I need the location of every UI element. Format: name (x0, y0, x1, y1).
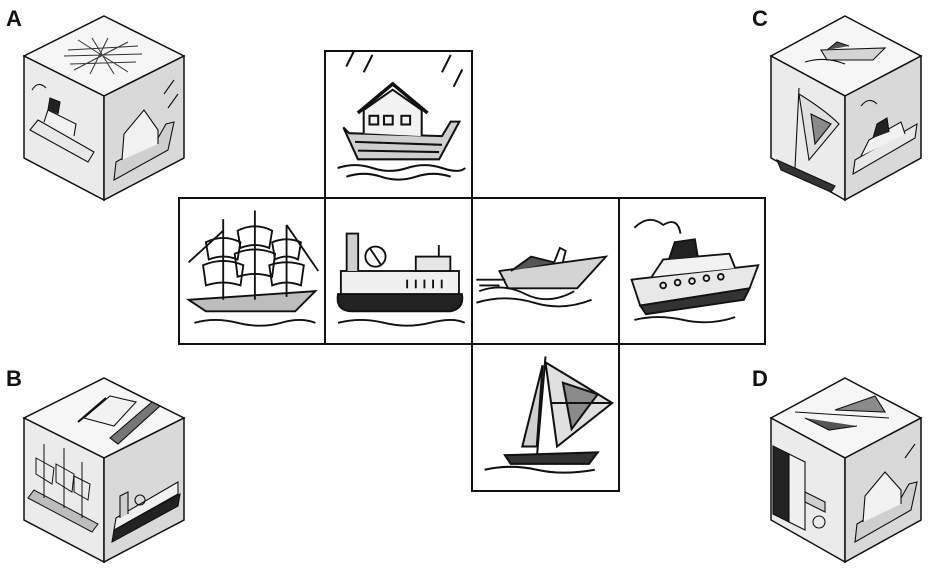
ocean-liner-icon (620, 199, 764, 343)
net-face-liner (618, 197, 766, 345)
option-cube-c[interactable] (765, 10, 927, 205)
net-face-tallship (178, 197, 326, 345)
cube-d-drawing (765, 372, 927, 567)
cube-a-drawing (18, 10, 190, 205)
cube-c-drawing (765, 10, 927, 205)
net-face-ark (324, 50, 473, 199)
hovercraft-icon (326, 199, 471, 343)
option-cube-b[interactable] (18, 372, 190, 567)
net-face-sailboat (471, 343, 620, 492)
ark-icon (326, 52, 471, 197)
option-cube-a[interactable] (18, 10, 190, 205)
net-face-speedboat (471, 197, 620, 345)
option-cube-d[interactable] (765, 372, 927, 567)
tall-ship-icon (180, 199, 324, 343)
net-face-hovercraft (324, 197, 473, 345)
sailboat-icon (473, 345, 618, 490)
cube-b-drawing (18, 372, 190, 567)
speedboat-icon (473, 199, 618, 343)
